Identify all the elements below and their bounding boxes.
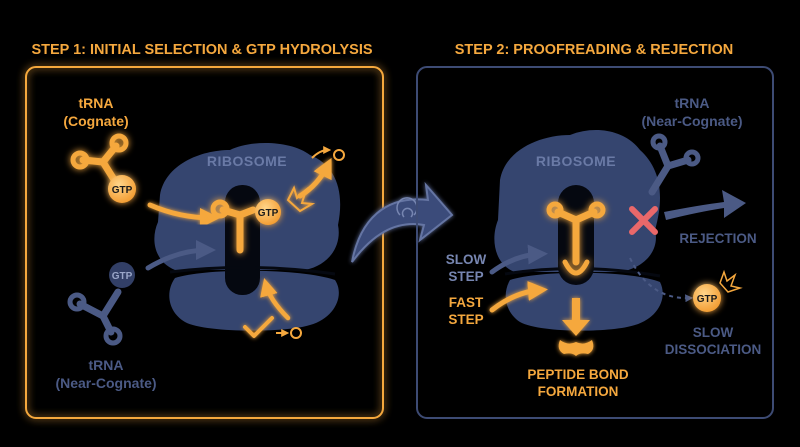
gtp-near-cognate-icon (109, 262, 135, 288)
step1-cognate-trna-label-line1: tRNA (79, 95, 114, 111)
gtp-bound-icon (255, 199, 281, 225)
step1-near-cognate-trna-label-line2: (Near-Cognate) (55, 375, 156, 391)
peptide-bond-label-line2: FORMATION (538, 384, 619, 399)
accommodation-arrow (260, 278, 291, 321)
rejection-x-icon (629, 206, 658, 235)
step2-title: STEP 2: PROOFREADING & REJECTION (455, 42, 734, 58)
step2-ribosome-label: RIBOSOME (536, 153, 616, 169)
slow-dissociation-label-line2: DISSOCIATION (665, 342, 762, 357)
step1-panel: STEP 1: INITIAL SELECTION & GTP HYDROLYS… (25, 42, 384, 419)
fast-step-label-line1: FAST (449, 295, 484, 310)
rejection-label: REJECTION (679, 231, 756, 246)
near-cognate-entry-arrow (145, 240, 216, 271)
hydrolysis-burst-icon (286, 185, 316, 213)
dissociation-dashed-arrow (629, 257, 694, 303)
dissociation-burst-icon (719, 269, 743, 293)
step1-ribosome (154, 143, 341, 331)
hydrolysis-arrow (297, 157, 332, 199)
gtp-cognate-icon (108, 175, 136, 203)
slow-dissociation-label-line1: SLOW (693, 325, 734, 340)
phosphate-icon (333, 149, 345, 161)
phosphate-release-arrow (311, 146, 332, 159)
peptide-bond-icon (558, 340, 594, 356)
step1-gtp-near-cognate-label: GTP (112, 271, 133, 282)
slow-step-arrow (489, 244, 548, 275)
step1-gtp-bound-label: GTP (258, 208, 279, 219)
slow-step-label-line2: STEP (448, 269, 483, 284)
step1-gtp-cognate-label: GTP (112, 185, 133, 196)
fast-step-label-line2: STEP (448, 312, 483, 327)
transition-arrow (351, 181, 454, 263)
cognate-entry-arrow (147, 202, 220, 228)
step1-title: STEP 1: INITIAL SELECTION & GTP HYDROLYS… (31, 42, 372, 58)
step2-panel: STEP 2: PROOFREADING & REJECTION RIBOSOM… (416, 42, 774, 419)
bound-trna-icon (210, 199, 257, 254)
peptide-bond-label-line1: PEPTIDE BOND (527, 367, 629, 382)
step2-near-cognate-trna-label-line2: (Near-Cognate) (641, 113, 742, 129)
step2-near-cognate-trna-label-line1: tRNA (675, 95, 710, 111)
rejected-trna-icon (648, 133, 701, 196)
proofread-trna-icon (546, 201, 606, 276)
step1-cognate-trna-label-line2: (Cognate) (63, 113, 128, 129)
check-icon (243, 316, 274, 338)
step1-near-cognate-trna-label-line1: tRNA (89, 357, 124, 373)
fast-step-arrow (489, 280, 548, 313)
gtp-released-icon (693, 284, 721, 312)
step1-frame (25, 66, 384, 419)
slow-step-label-line1: SLOW (446, 252, 487, 267)
step2-frame (416, 66, 774, 419)
near-cognate-trna-icon (67, 288, 123, 346)
released-factor-icon (290, 327, 302, 339)
rejection-arrow (664, 190, 746, 220)
peptide-down-arrow (562, 298, 590, 336)
step2-gtp-released-label: GTP (697, 294, 718, 305)
step1-ribosome-label: RIBOSOME (207, 153, 287, 169)
